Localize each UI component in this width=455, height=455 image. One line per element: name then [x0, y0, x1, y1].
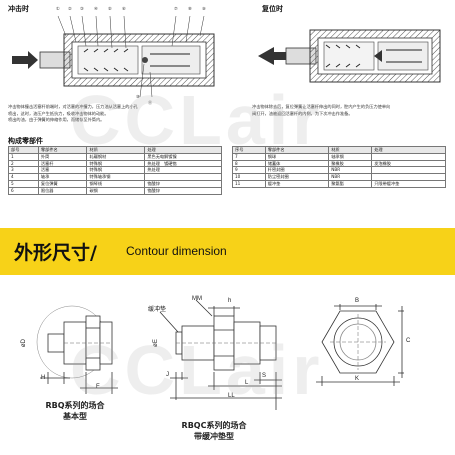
callout-7: ⑦: [174, 6, 178, 11]
dim-cushion: 缓冲垫: [148, 307, 167, 313]
callout-2: ②: [68, 6, 72, 11]
dim-s: S: [262, 373, 267, 379]
table-header-row: 序号 零部件名 材质 处理: [232, 146, 446, 154]
reset-description: 冲击物体除去后，复位弹簧让活塞杆伸出的同时，腔内产生的负压力使单向 阀打开，油被…: [252, 104, 391, 116]
dim-f: F: [96, 384, 100, 390]
callout-8: ⑧: [188, 6, 192, 11]
dim-mm: MM: [192, 296, 202, 302]
dim-l: L: [245, 380, 249, 386]
header-treatment: 处理: [371, 146, 446, 154]
reset-cross-section: [258, 29, 441, 83]
caption-rbqc: RBQC系列的场合 带缓冲垫型: [181, 421, 247, 441]
callout-1: ①: [56, 6, 60, 11]
section-title-en: Contour dimension: [126, 244, 227, 258]
dim-b: B: [355, 298, 360, 304]
section-header-band: [0, 228, 455, 275]
dim-h: H: [41, 375, 46, 381]
header-no: 部号: [8, 146, 39, 154]
dim-j: J: [166, 372, 169, 378]
watermark-bottom: CCLair: [70, 331, 324, 409]
callout-3: ③: [80, 6, 84, 11]
dim-c: C: [406, 338, 411, 344]
impact-title: 冲击时: [8, 5, 29, 13]
dimension-drawings: [36, 299, 404, 410]
callout-4: ④: [94, 6, 98, 11]
callout-6: ⑥: [122, 6, 126, 11]
callout-9: ⑨: [202, 6, 206, 11]
callout-11: ⑪: [148, 100, 153, 105]
header-material: 材质: [328, 146, 373, 154]
callouts-top: ① ② ③ ④ ⑤ ⑥ ⑦ ⑧ ⑨: [56, 6, 216, 14]
impact-description: 冲击物体撞击活塞杆前端时，对活塞的冲撞力，压力油从活塞上的小孔 喷出，这时，油压…: [8, 104, 138, 122]
section-title-cn: 外形尺寸/: [14, 242, 97, 264]
impact-cross-section: [12, 15, 215, 98]
callout-10: ⑩: [136, 94, 140, 99]
reset-title: 复位时: [262, 5, 283, 13]
dim-k: K: [355, 376, 360, 382]
watermark-top: CCLair: [70, 81, 324, 159]
dim-ll: LL: [228, 393, 235, 399]
dim-d: øD: [21, 339, 27, 347]
caption-rbq: RBQ系列的场合 基本型: [45, 401, 105, 421]
callout-5: ⑤: [108, 6, 112, 11]
dim-h-small: h: [228, 298, 232, 304]
parts-title: 构成零部件: [8, 137, 43, 145]
